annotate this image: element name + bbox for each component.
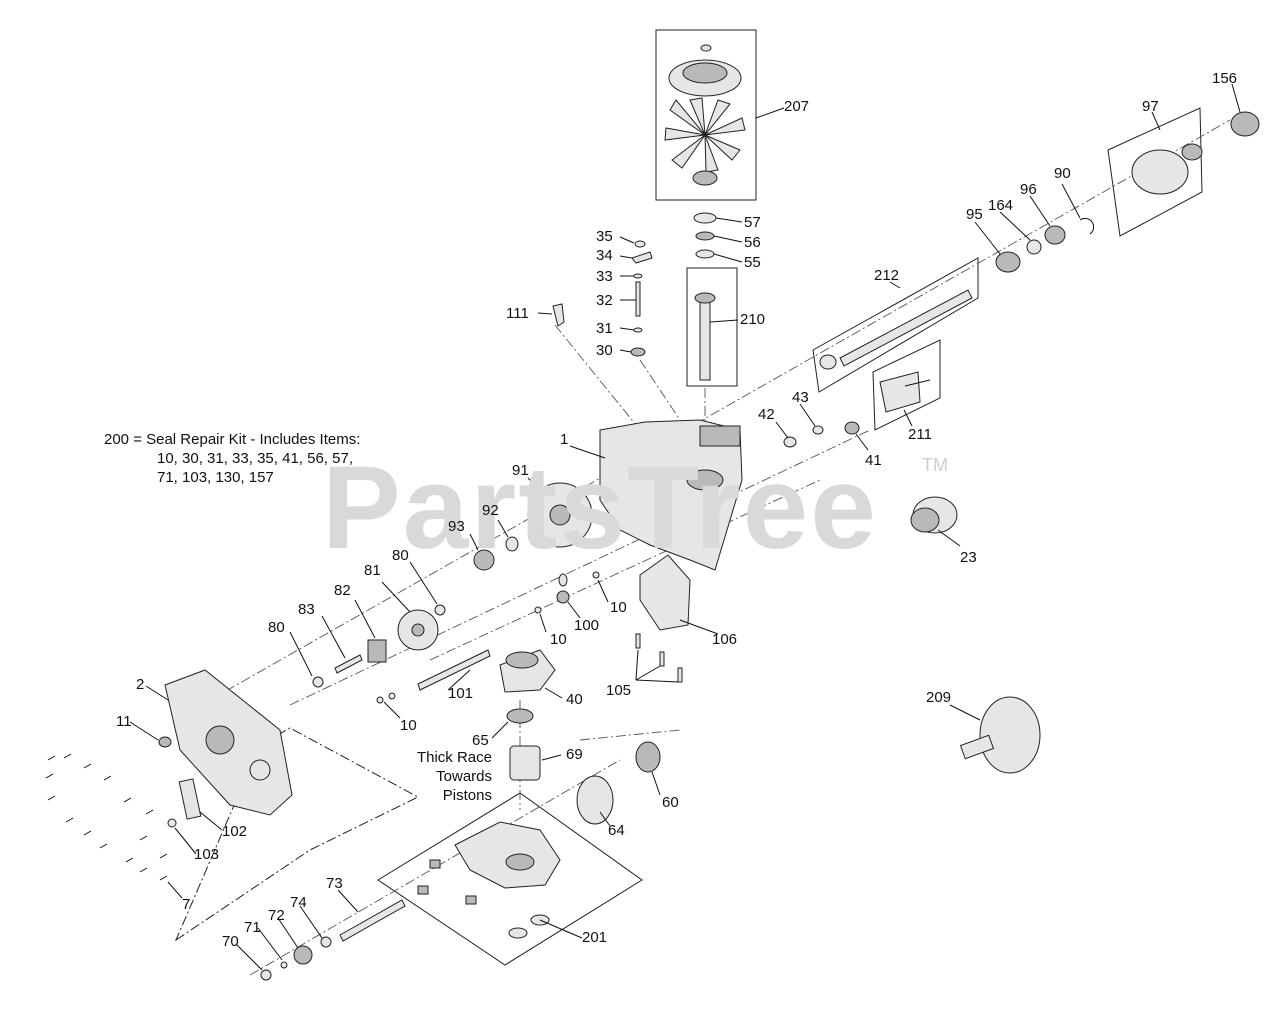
seal-kit-note: 200 = Seal Repair Kit - Includes Items: …	[104, 430, 360, 487]
thick-race-note: Thick Race Towards Pistons	[396, 748, 492, 805]
thick-race-line1: Thick Race	[416, 749, 492, 766]
watermark-tm: TM	[922, 455, 948, 475]
bolt-set-7	[45, 753, 168, 881]
callout-32: 32	[596, 292, 613, 309]
callout-96: 96	[1020, 181, 1037, 198]
callout-95: 95	[966, 206, 983, 223]
callout-72: 72	[268, 907, 285, 924]
fan-pulley-assembly-box	[655, 29, 757, 201]
callout-55: 55	[744, 254, 761, 271]
callout-81: 81	[364, 562, 381, 579]
callout-212: 212	[874, 267, 900, 284]
callout-7: 7	[182, 896, 191, 913]
callout-10-right: 10	[610, 599, 627, 616]
callout-90: 90	[1054, 165, 1071, 182]
fan-blades	[664, 97, 746, 173]
callout-10-left: 10	[400, 717, 417, 734]
callout-10-middle: 10	[550, 631, 567, 648]
bracket-box	[872, 339, 941, 431]
callout-201: 201	[582, 929, 608, 946]
callout-101: 101	[448, 685, 474, 702]
center-section-box	[377, 792, 643, 966]
callout-156: 156	[1212, 70, 1238, 87]
callout-34: 34	[596, 247, 613, 264]
seal-kit-note-line3: 71, 103, 130, 157	[157, 469, 274, 486]
callout-74: 74	[290, 894, 307, 911]
callout-31: 31	[596, 320, 613, 337]
callout-60: 60	[662, 794, 679, 811]
seal-kit-note-line2: 10, 30, 31, 33, 35, 41, 56, 57,	[157, 450, 353, 467]
callout-57: 57	[744, 214, 761, 231]
callout-70: 70	[222, 933, 239, 950]
callout-102: 102	[222, 823, 248, 840]
callout-56: 56	[744, 234, 761, 251]
axle-shaft-box	[812, 257, 979, 393]
callout-80-upper: 80	[392, 547, 409, 564]
callout-42: 42	[758, 406, 775, 423]
callout-30: 30	[596, 342, 613, 359]
callout-65: 65	[472, 732, 489, 749]
callout-83: 83	[298, 601, 315, 618]
callout-69: 69	[566, 746, 583, 763]
callout-1: 1	[560, 431, 569, 448]
thick-race-line2: Towards	[436, 768, 492, 785]
callout-33: 33	[596, 268, 613, 285]
pump-shaft-box	[686, 267, 738, 387]
callout-164: 164	[988, 197, 1014, 214]
center-section	[454, 821, 561, 889]
callout-80-lower: 80	[268, 619, 285, 636]
callout-73: 73	[326, 875, 343, 892]
callout-40: 40	[566, 691, 583, 708]
callout-209: 209	[926, 689, 952, 706]
callout-106: 106	[712, 631, 738, 648]
callout-2: 2	[136, 676, 145, 693]
callout-105: 105	[606, 682, 632, 699]
callout-11: 11	[116, 713, 132, 730]
callout-91: 91	[512, 462, 529, 479]
callout-43: 43	[792, 389, 809, 406]
leader-lines	[129, 83, 1241, 971]
callout-35: 35	[596, 228, 613, 245]
callout-100: 100	[574, 617, 600, 634]
callout-82: 82	[334, 582, 351, 599]
callout-93: 93	[448, 518, 465, 535]
watermark: PartsTree	[322, 442, 878, 574]
callout-92: 92	[482, 502, 499, 519]
seal-kit-note-line1: 200 = Seal Repair Kit - Includes Items:	[104, 431, 361, 448]
callout-207: 207	[784, 98, 810, 115]
callout-103: 103	[194, 846, 220, 863]
thick-race-line3: Pistons	[442, 787, 492, 804]
callout-64: 64	[608, 822, 625, 839]
bolt-group-outline	[174, 727, 420, 942]
callout-111: 111	[506, 305, 529, 322]
callout-97: 97	[1142, 98, 1159, 115]
callout-41: 41	[865, 452, 882, 469]
callout-71: 71	[244, 919, 261, 936]
main-housing	[599, 419, 743, 571]
callout-23: 23	[960, 549, 977, 566]
hub-box	[1107, 107, 1203, 237]
callout-211: 211	[908, 426, 932, 443]
callout-210: 210	[740, 311, 766, 328]
